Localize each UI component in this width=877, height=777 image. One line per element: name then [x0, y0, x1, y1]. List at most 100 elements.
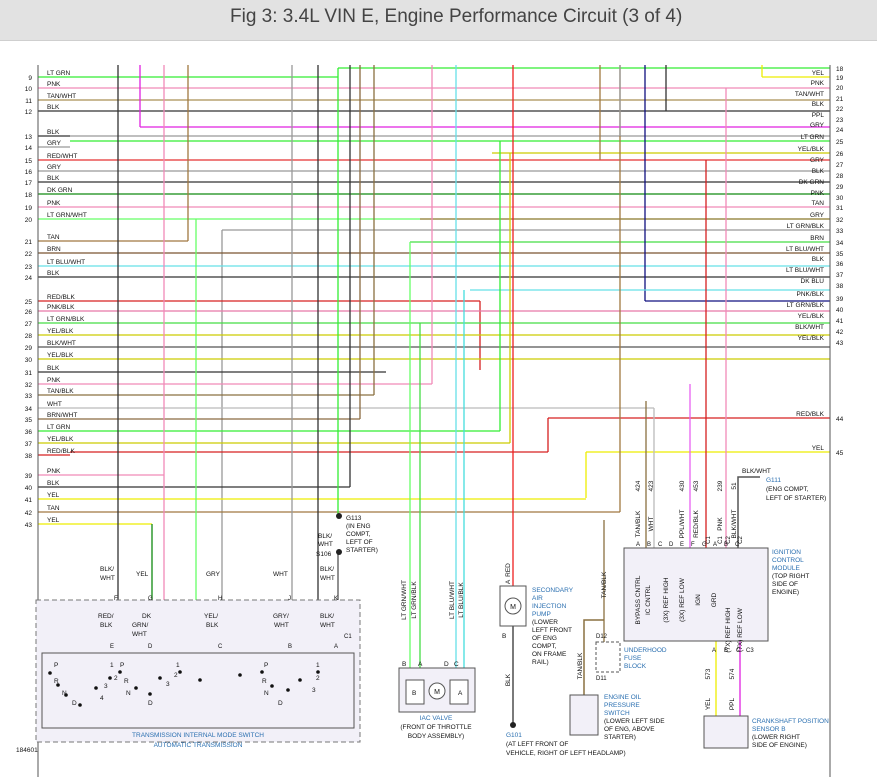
tims-switch-label: P: [54, 662, 58, 669]
g101-label: (AT LEFT FRONT OF: [506, 741, 568, 748]
tims-pin: K: [334, 596, 338, 602]
tims-switch-label: P: [264, 662, 268, 669]
right-wire-label: BLK: [812, 101, 825, 108]
left-wire-number: 18: [25, 192, 33, 199]
icm-box: [623, 547, 769, 642]
oil-switch-note: STARTER): [604, 734, 636, 741]
tims-switch-label: R: [54, 678, 59, 685]
left-wire-label: RED/BLK: [47, 294, 75, 301]
air-pump-note: (LOWER: [532, 619, 558, 626]
right-wire-label: BLK: [812, 256, 825, 263]
left-wire-number: 11: [25, 98, 32, 105]
left-wire-number: 26: [25, 309, 33, 316]
left-wire-number: 25: [25, 299, 33, 306]
left-wire-number: 23: [25, 264, 33, 271]
left-wire-number: 38: [25, 453, 33, 460]
left-wire-number: 27: [25, 321, 33, 328]
tims-inner-box: [41, 652, 355, 729]
right-wire-label: TAN/WHT: [795, 91, 824, 98]
tims-switch-label: R: [262, 678, 267, 685]
ckp-wire: PPL: [729, 697, 736, 710]
left-wire-label: TAN: [47, 234, 60, 241]
iac-pin: B: [412, 690, 416, 697]
icm-note: SIDE OF: [772, 581, 798, 588]
air-pump-motor-icon: [504, 597, 522, 615]
air-pump-label: INJECTION: [532, 603, 567, 610]
figure-id: 184601: [16, 747, 38, 754]
right-wire-number: 39: [836, 296, 844, 303]
icm-wire-label: WHT: [648, 517, 655, 532]
fuse-label: FUSE: [624, 655, 642, 662]
air-pump-wire: RED: [505, 563, 512, 577]
right-wire-number: 28: [836, 173, 844, 180]
air-pump-pin: B: [502, 633, 506, 640]
right-wire-number: 24: [836, 127, 844, 134]
oil-switch-wire: TAN/BLK: [577, 652, 584, 679]
left-wire-label: PNK: [47, 81, 61, 88]
right-wire-label: YEL: [812, 70, 825, 77]
tims-pin: J: [288, 596, 291, 602]
right-wire-label: LT GRN/BLK: [787, 302, 825, 309]
icm-pin-label: (7X) REF LOW: [737, 607, 744, 652]
left-wire-number: 13: [25, 134, 33, 141]
tims-switch-label: N: [264, 690, 269, 697]
air-pump-note: ON FRAME: [532, 651, 567, 658]
iac-pin: D: [444, 661, 449, 668]
right-wire-number: 31: [836, 205, 844, 212]
left-wire-label: TAN/WHT: [47, 93, 76, 100]
s106-label: WHT: [318, 541, 333, 548]
right-wire-number: 18: [836, 66, 844, 73]
ckp-note: SIDE OF ENGINE): [752, 742, 807, 749]
tims-wire-label: YEL/: [204, 613, 218, 620]
left-wire-number: 16: [25, 169, 33, 176]
g111-wire: BLK/WHT: [742, 468, 771, 475]
icm-circuit: 453: [693, 480, 700, 491]
switch-contact: [286, 688, 290, 692]
left-wire-number: 10: [25, 86, 33, 93]
oil-switch-note: OF ENG, ABOVE: [604, 726, 655, 733]
fuse-wire-label: TAN/BLK: [601, 571, 608, 598]
right-wire-label: PPL: [812, 112, 825, 119]
switch-contact: [64, 693, 68, 697]
g111-label: LEFT OF STARTER): [766, 495, 826, 502]
left-wire-label: YEL: [47, 492, 60, 499]
air-pump-note: LEFT FRONT: [532, 627, 572, 634]
tims-pin: C1: [344, 634, 352, 640]
ckp-pin: C: [736, 648, 741, 654]
ckp-note: (LOWER RIGHT: [752, 734, 800, 741]
left-wire-number: 33: [25, 393, 33, 400]
iac-wire-label: LT BLU/BLK: [458, 582, 465, 618]
icm-circuit: 51: [731, 482, 738, 490]
right-wire-label: YEL/BLK: [798, 146, 825, 153]
tims-wire-label: WHT: [320, 575, 335, 582]
tims-switch-label: D: [278, 700, 283, 707]
icm-label: IGNITION: [772, 549, 801, 556]
iac-motor-letter: M: [434, 689, 440, 696]
left-wire-number: 14: [25, 145, 33, 152]
left-wire-label: DK GRN: [47, 187, 73, 194]
right-wire-label: PNK: [811, 190, 825, 197]
left-wire-number: 37: [25, 441, 33, 448]
tims-wire-label: GRY: [206, 571, 221, 578]
switch-contact: [134, 686, 138, 690]
tims-switch-label: 2: [174, 672, 178, 679]
left-wire-label: BRN: [47, 246, 61, 253]
tims-subtitle: AUTOMATIC TRANSMISSION: [154, 742, 243, 749]
tims-pin: G: [148, 596, 153, 602]
right-wire-label: LT GRN/BLK: [787, 223, 825, 230]
tims-switch-label: 1: [176, 662, 180, 669]
switch-contact: [48, 671, 52, 675]
icm-connector: C1: [718, 536, 724, 544]
switch-contact: [270, 684, 274, 688]
fuse-box: [595, 641, 621, 673]
right-wire-label: BRN: [810, 235, 824, 242]
g113-label: STARTER): [346, 547, 378, 554]
right-wire-label: PNK: [811, 80, 825, 87]
right-wire-number: 38: [836, 283, 844, 290]
right-wire-label: RED/BLK: [796, 411, 824, 418]
icm-pin: C: [658, 542, 663, 548]
right-wire-label: YEL: [812, 445, 825, 452]
switch-contact: [198, 678, 202, 682]
air-pump-pin: A: [505, 579, 512, 584]
icm-pin: A: [636, 542, 640, 548]
